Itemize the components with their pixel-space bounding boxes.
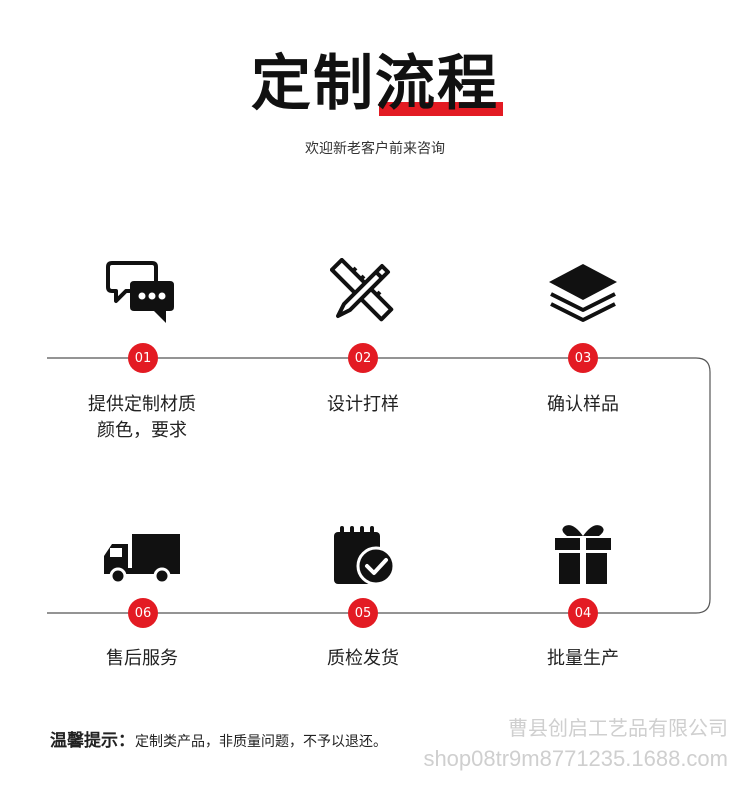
title-wrap: 定制流程 [0,48,750,120]
step-label-04: 批量生产 [547,648,619,669]
step-06-icon-wrap [52,523,232,593]
page-title-text: 定制流程 [251,49,499,119]
step-label-01-line2: 颜色，要求 [97,420,187,441]
step-label-02: 设计打样 [327,394,399,415]
delivery-truck-icon [104,534,180,585]
step-badge-02: 02 [348,343,378,373]
step-badge-01: 01 [128,343,158,373]
page-subtitle: 欢迎新老客户前来咨询 [305,141,445,157]
step-03-icon-wrap [493,256,673,326]
watermark-shop-url: shop08tr9m8771235.1688.com [423,746,728,771]
step-04-icon-wrap [493,518,673,588]
pencil-ruler-icon [330,258,394,322]
step-label-03: 确认样品 [547,394,619,415]
step-label-05: 质检发货 [327,648,399,669]
step-05-icon-wrap [273,520,453,590]
gift-box-icon [555,525,611,584]
step-badge-06: 06 [128,598,158,628]
step-badge-04: 04 [568,598,598,628]
step-01-icon-wrap [52,256,232,326]
warm-tip-text: 定制类产品，非质量问题，不予以退还。 [135,734,387,750]
step-badge-03: 03 [568,343,598,373]
step-02-icon-wrap [273,256,453,326]
step-label-01: 提供定制材质 颜色，要求 [52,392,232,444]
step-label-01-line1: 提供定制材质 [88,394,196,415]
warm-tip-heading: 温馨提示： [50,731,135,751]
watermark-company: 曹县创启工艺品有限公司 [508,718,728,740]
calendar-check-icon [334,526,396,586]
chat-bubbles-icon [106,261,174,323]
layers-icon [549,264,617,322]
step-badge-05: 05 [348,598,378,628]
page-title: 定制流程 [251,48,503,120]
step-label-06: 售后服务 [106,648,178,669]
warm-tip: 温馨提示：定制类产品，非质量问题，不予以退还。 [50,726,387,751]
